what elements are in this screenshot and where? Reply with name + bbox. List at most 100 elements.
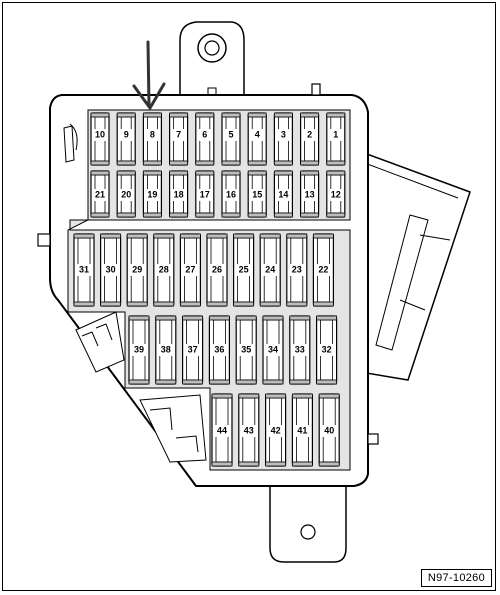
fuse-number: 38: [161, 344, 171, 354]
fuse-31[interactable]: 31: [73, 233, 95, 307]
fuse-cap-bottom: [169, 212, 189, 218]
fuse-number: 25: [239, 264, 249, 274]
figure-reference-code: N97-10260: [420, 569, 492, 587]
fuse-cap-bottom: [326, 160, 346, 166]
fuse-cap-top: [128, 315, 150, 321]
fuse-cap-bottom: [289, 379, 311, 385]
fuse-25[interactable]: 25: [233, 233, 255, 307]
bottom-mounting-tab: [269, 484, 347, 563]
fuse-21[interactable]: 21: [90, 170, 110, 218]
fuse-37[interactable]: 37: [182, 315, 204, 385]
fuse-42[interactable]: 42: [265, 393, 287, 467]
fuse-cap-top: [169, 170, 189, 176]
fuse-cap-top: [262, 315, 284, 321]
fuse-number: 37: [188, 344, 198, 354]
fuse-number: 43: [244, 425, 254, 435]
fuse-cap-bottom: [208, 379, 230, 385]
fuse-14[interactable]: 14: [273, 170, 293, 218]
fuse-label-bg: [102, 264, 119, 276]
fuse-cap-top: [273, 170, 293, 176]
fuse-5[interactable]: 5: [221, 112, 241, 166]
fuse-cap-bottom: [195, 212, 215, 218]
fuse-cap-top: [221, 170, 241, 176]
fuse-7[interactable]: 7: [169, 112, 189, 166]
fuse-43[interactable]: 43: [238, 393, 260, 467]
fuse-cap-top: [259, 233, 281, 239]
fuse-2[interactable]: 2: [300, 112, 320, 166]
fuse-number: 6: [202, 129, 207, 139]
fuse-1[interactable]: 1: [326, 112, 346, 166]
fuse-cap-top: [233, 233, 255, 239]
fuse-label-bg: [92, 129, 108, 141]
fuse-44[interactable]: 44: [211, 393, 233, 467]
fuse-4[interactable]: 4: [247, 112, 267, 166]
fuse-cap-top: [116, 170, 136, 176]
fuse-number: 33: [295, 344, 305, 354]
fuse-23[interactable]: 23: [286, 233, 308, 307]
fuse-34[interactable]: 34: [262, 315, 284, 385]
fuse-3[interactable]: 3: [273, 112, 293, 166]
fuse-27[interactable]: 27: [179, 233, 201, 307]
fuse-cap-bottom: [265, 461, 287, 467]
fuse-cap-bottom: [233, 301, 255, 307]
fuse-label-bg: [170, 129, 187, 141]
relay-slots: [75, 311, 207, 463]
fuse-8[interactable]: 8: [142, 112, 162, 166]
fuse-label-bg: [157, 344, 174, 356]
fuse-cap-bottom: [90, 212, 110, 218]
fuse-16[interactable]: 16: [221, 170, 241, 218]
fuse-cap-bottom: [100, 301, 121, 307]
fuse-39[interactable]: 39: [128, 315, 150, 385]
fuse-cap-bottom: [300, 212, 320, 218]
fuse-17[interactable]: 17: [195, 170, 215, 218]
fuse-26[interactable]: 26: [206, 233, 228, 307]
fuse-label-bg: [196, 189, 213, 201]
fuse-cap-bottom: [318, 461, 340, 467]
fuse-12[interactable]: 12: [326, 170, 346, 218]
fuse-label-bg: [240, 425, 257, 437]
fuse-cap-bottom: [126, 301, 148, 307]
fuse-cap-top: [326, 170, 346, 176]
fuse-number: 32: [322, 344, 332, 354]
fuse-32[interactable]: 32: [316, 315, 338, 385]
fuse-label-bg: [144, 129, 161, 141]
fuse-18[interactable]: 18: [169, 170, 189, 218]
fuse-label-bg: [315, 264, 332, 276]
fuse-22[interactable]: 22: [312, 233, 334, 307]
fuse-41[interactable]: 41: [291, 393, 313, 467]
fuse-cap-top: [90, 170, 110, 176]
fuse-label-bg: [129, 264, 146, 276]
fuse-label-bg: [327, 189, 344, 201]
fuse-label-bg: [184, 344, 201, 356]
fuse-6[interactable]: 6: [195, 112, 215, 166]
fuse-9[interactable]: 9: [116, 112, 136, 166]
fuse-10[interactable]: 10: [90, 112, 110, 166]
fuse-15[interactable]: 15: [247, 170, 267, 218]
fuse-number: 16: [226, 189, 236, 199]
fuse-40[interactable]: 40: [318, 393, 340, 467]
fuse-30[interactable]: 30: [99, 233, 122, 307]
fuse-35[interactable]: 35: [235, 315, 257, 385]
fuse-19[interactable]: 19: [142, 170, 162, 218]
fuse-label-bg: [214, 425, 230, 437]
fuse-13[interactable]: 13: [300, 170, 320, 218]
fuse-cap-bottom: [221, 160, 241, 166]
fuse-33[interactable]: 33: [289, 315, 311, 385]
fuse-number: 39: [134, 344, 144, 354]
fuse-number: 27: [185, 264, 195, 274]
fuse-number: 30: [106, 264, 116, 274]
fuse-number: 44: [217, 425, 227, 435]
fuse-cap-top: [300, 112, 320, 118]
fuse-cap-bottom: [153, 301, 175, 307]
fuse-label-bg: [275, 129, 292, 141]
fuse-28[interactable]: 28: [153, 233, 175, 307]
fuse-29[interactable]: 29: [126, 233, 148, 307]
fuse-cap-top: [153, 233, 175, 239]
fuse-24[interactable]: 24: [259, 233, 281, 307]
fuse-36[interactable]: 36: [208, 315, 230, 385]
fuse-38[interactable]: 38: [155, 315, 177, 385]
fuse-number: 24: [265, 264, 275, 274]
fuse-cap-top: [300, 170, 320, 176]
fuse-20[interactable]: 20: [116, 170, 136, 218]
